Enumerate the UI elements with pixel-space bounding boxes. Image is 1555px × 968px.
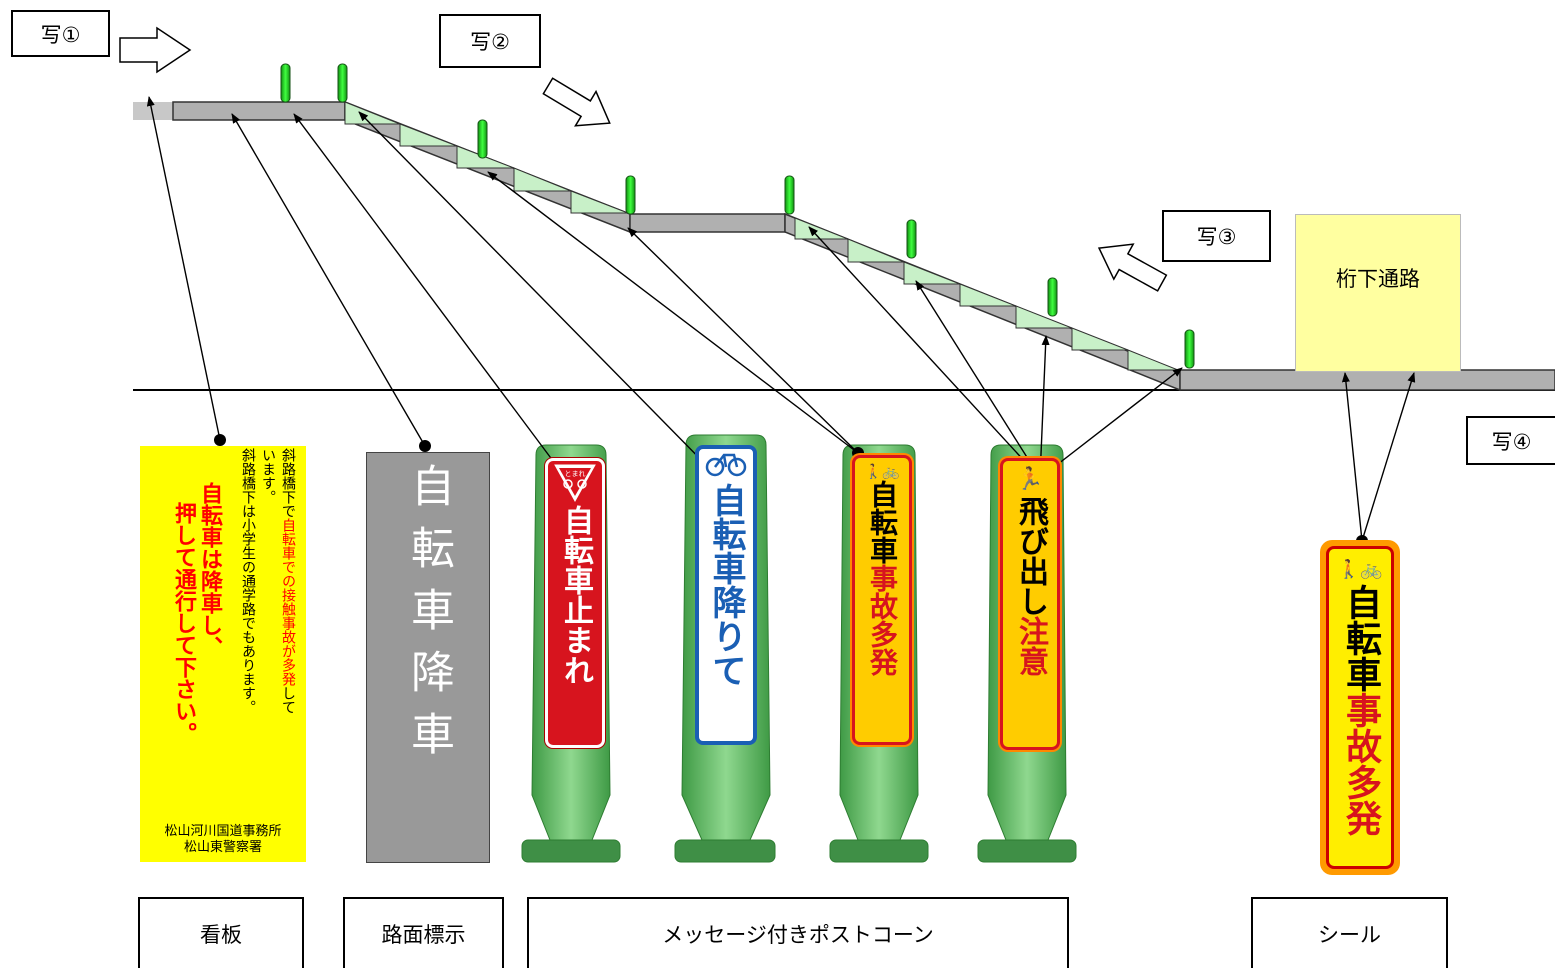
direction-arrow-1 (119, 26, 192, 74)
photo-label-3-text: 写③ (1196, 225, 1237, 249)
cone-accidents-text: 自転車事故多発 (866, 480, 899, 676)
cone-rushout-black: 飛び出し (1013, 496, 1048, 616)
photo-label-2: 写② (439, 14, 541, 68)
photo-label-1: 写① (11, 10, 110, 57)
seal-sticker: 🚶🚲 自転車事故多発 (1320, 540, 1400, 875)
label-signboard-text: 看板 (200, 922, 242, 947)
direction-arrow-2 (542, 77, 611, 127)
issuer1: 松山河川国道事務所 (164, 824, 282, 839)
seal-text-red: 事故多発 (1340, 692, 1381, 836)
ramp-landing (629, 213, 786, 233)
road-marking: 自転車降車 (366, 452, 490, 863)
photo-label-4: 写④ (1466, 416, 1555, 465)
photo-label-1-text: 写① (40, 22, 81, 47)
notice-line1-c: して (280, 686, 296, 714)
notice-line3: 斜路橋下は小学生の通学路でもあります。 (240, 448, 256, 714)
post-cones-on-ramp (280, 63, 1195, 369)
bicycle-icon (705, 453, 747, 477)
signboard-issuer: 松山河川国道事務所 松山東警察署 (140, 824, 306, 856)
stop-icon-text: とまれ (565, 470, 586, 478)
cone-panel-rushout: 🏃 飛び出し注意 (1000, 458, 1060, 750)
label-seal: シール (1251, 897, 1448, 968)
photo-label-4-text: 写④ (1491, 429, 1532, 454)
underpass-label: 桁下通路 (1336, 267, 1420, 291)
seal-text-black: 自転車 (1340, 584, 1381, 692)
cone-accidents-red: 事故多発 (866, 564, 899, 676)
underpass-box: 桁下通路 (1295, 214, 1461, 372)
ramp-lower-road (1179, 369, 1555, 391)
road-marking-text: 自転車降車 (403, 463, 454, 773)
notice-line1-b: 自転車での接触事故が多発 (280, 518, 296, 686)
cone-dismount-text: 自転車降りて (706, 483, 746, 687)
photo-label-3: 写③ (1162, 210, 1271, 262)
cone-rushout-text: 飛び出し注意 (1013, 496, 1048, 676)
signboard: 斜路橋下で自転車での接触事故が多発して います。 斜路橋下は小学生の通学路でもあ… (140, 446, 306, 862)
seal-inner: 🚶🚲 自転車事故多発 (1326, 546, 1394, 869)
notice-line2: います。 (260, 448, 276, 504)
cone-accidents-black: 自転車 (866, 480, 899, 564)
stop-triangle-icon: とまれ (554, 464, 596, 503)
direction-arrow-3 (1097, 243, 1168, 292)
issuer2: 松山東警察署 (183, 840, 262, 855)
cone-rushout-red: 注意 (1013, 616, 1048, 676)
label-road-marking-text: 路面標示 (381, 922, 466, 947)
leader-arrows (146, 96, 1416, 542)
notice-line1-a: 斜路橋下で (280, 448, 296, 518)
seal-collision-icon: 🚶🚲 (1337, 559, 1383, 580)
label-seal-text: シール (1318, 922, 1381, 947)
photo-label-2-text: 写② (470, 30, 510, 54)
cone-panel-dismount: 自転車降りて (695, 445, 757, 745)
collision-icon: 🚶🚲 (864, 464, 900, 480)
ramp-upper-deck (133, 101, 346, 121)
signboard-main: 自転車は降車し、 押して通行して下さい。 (170, 482, 222, 744)
running-person-icon: 🏃 (1016, 467, 1044, 492)
cone-stop-text: 自転車止まれ (558, 505, 593, 685)
label-signboard: 看板 (138, 897, 304, 968)
seal-text: 自転車事故多発 (1340, 584, 1381, 836)
label-road-marking: 路面標示 (343, 897, 504, 968)
signboard-notice: 斜路橋下で自転車での接触事故が多発して います。 斜路橋下は小学生の通学路でもあ… (238, 448, 298, 714)
cone-panel-stop: とまれ 自転車止まれ (545, 458, 605, 748)
cone-panel-accidents: 🚶🚲 自転車事故多発 (852, 455, 912, 745)
main-line2: 押して通行して下さい。 (171, 502, 196, 744)
stair-treads (344, 101, 1179, 371)
label-post-cones: メッセージ付きポストコーン (527, 897, 1069, 968)
main-line1: 自転車は降車し、 (197, 482, 222, 658)
label-post-cones-text: メッセージ付きポストコーン (662, 922, 934, 947)
post-cone-bodies (521, 434, 1077, 863)
